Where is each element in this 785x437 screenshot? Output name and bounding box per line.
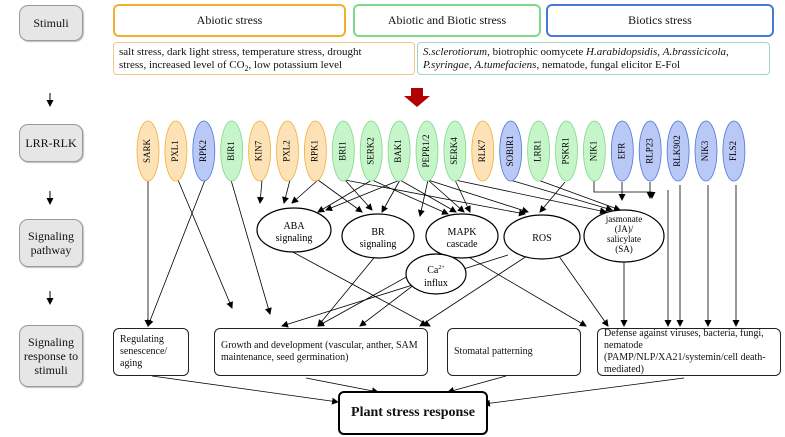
- receptor-serk2: SERK2: [359, 120, 383, 182]
- receptor-label: BIR1: [226, 141, 236, 161]
- receptor-label: PSKR1: [561, 137, 571, 164]
- receptor-rpk1: RPK1: [303, 120, 327, 182]
- row-label-lrr-rlk: LRR-RLK: [19, 124, 83, 162]
- receptor-label: PXL2: [282, 140, 292, 162]
- receptor-bak1: BAK1: [387, 120, 411, 182]
- receptor-pxl2: PXL2: [276, 120, 299, 182]
- receptor-bir1: BIR1: [220, 120, 244, 182]
- row-label-signaling-pathway: Signaling pathway: [19, 219, 83, 267]
- response-growth: Growth and development (vascular, anther…: [214, 328, 428, 376]
- svg-text:signaling: signaling: [276, 233, 313, 244]
- receptor-label: SARK: [142, 139, 152, 164]
- svg-text:Ca2+: Ca2+: [427, 265, 445, 276]
- receptor-pepr1-2: PEPR1/2: [415, 120, 439, 182]
- receptor-label: FLS2: [728, 141, 738, 161]
- receptor-sobir1: SOBIR1: [499, 120, 523, 182]
- receptor-sark: SARK: [136, 120, 160, 182]
- svg-text:cascade: cascade: [446, 239, 478, 250]
- receptor-rlk902: RLK902: [666, 120, 690, 182]
- receptor-label: NIK1: [588, 141, 598, 162]
- receptor-label: LRR1: [533, 140, 543, 162]
- abiotic-stimuli-description: salt stress, dark light stress, temperat…: [113, 42, 415, 75]
- receptor-lrr1: LRR1: [527, 120, 550, 182]
- svg-text:(SA): (SA): [615, 244, 633, 254]
- receptor-bri1: BRI1: [331, 120, 355, 182]
- receptor-label: RPK1: [309, 140, 319, 162]
- receptor-label: RLP23: [644, 138, 654, 164]
- receptor-label: BAK1: [393, 139, 403, 163]
- receptor-rpk2: RPK2: [192, 120, 216, 182]
- response-stomatal: Stomatal patterning: [447, 328, 581, 376]
- pathway-mapk: MAPK cascade: [425, 213, 499, 259]
- svg-text:jasmonate: jasmonate: [605, 214, 643, 224]
- row-label-signaling-response: Signaling response to stimuli: [19, 325, 83, 387]
- svg-text:influx: influx: [424, 278, 448, 289]
- biotic-stimuli-description: S.sclerotiorum, biotrophic oomycete H.ar…: [417, 42, 770, 75]
- category-abiotic: Abiotic stress: [113, 4, 346, 37]
- svg-text:ROS: ROS: [532, 233, 551, 244]
- receptor-efr: EFR: [610, 120, 634, 182]
- receptor-rlk7: RLK7: [471, 120, 495, 182]
- receptor-label: PXL1: [170, 140, 180, 162]
- receptor-label: EFR: [616, 143, 626, 160]
- receptor-nik1: NIK1: [583, 120, 606, 182]
- category-abiotic-biotic: Abiotic and Biotic stress: [353, 4, 541, 37]
- pathway-ja-sa: jasmonate (JA)/ salicylate (SA): [583, 209, 665, 263]
- receptor-rlp23: RLP23: [638, 120, 662, 182]
- receptor-group: SARK PXL1 RPK2 BIR1 KIN7 PXL2 RPK1 BRI1 SERK2 BAK…: [136, 120, 746, 182]
- svg-text:MAPK: MAPK: [448, 227, 478, 238]
- receptor-label: RLK7: [477, 139, 487, 162]
- svg-text:signaling: signaling: [360, 239, 397, 250]
- pathway-br: BR signaling: [341, 213, 415, 259]
- svg-text:BR: BR: [371, 227, 385, 238]
- receptor-kin7: KIN7: [248, 120, 272, 182]
- row-label-stimuli: Stimuli: [19, 5, 83, 41]
- category-biotic: Biotics stress: [546, 4, 774, 37]
- pathway-aba: ABA signaling: [256, 207, 332, 253]
- receptor-label: SOBIR1: [505, 135, 515, 166]
- receptor-pxl1: PXL1: [164, 120, 188, 182]
- response-senescence: Regulating senescence/ aging: [113, 328, 189, 376]
- receptor-label: RPK2: [198, 140, 208, 162]
- receptor-pskr1: PSKR1: [555, 120, 578, 182]
- red-down-arrow: [404, 88, 430, 107]
- svg-text:ABA: ABA: [283, 221, 305, 232]
- final-plant-stress-response: Plant stress response: [338, 391, 488, 435]
- svg-text:(JA)/: (JA)/: [615, 224, 634, 234]
- receptor-fls2: FLS2: [722, 120, 746, 182]
- svg-text:salicylate: salicylate: [607, 234, 641, 244]
- receptor-label: NIK3: [700, 140, 710, 161]
- pathway-ca-influx: Ca2+ influx: [405, 253, 467, 295]
- receptor-label: KIN7: [254, 140, 264, 161]
- receptor-label: PEPR1/2: [421, 134, 431, 167]
- receptor-serk4: SERK4: [443, 120, 467, 182]
- receptor-label: BRI1: [337, 141, 347, 161]
- receptor-label: SERK2: [365, 137, 375, 165]
- receptor-label: RLK902: [672, 135, 682, 167]
- receptor-nik3: NIK3: [694, 120, 718, 182]
- response-defense: Defense against viruses, bacteria, fungi…: [597, 328, 781, 376]
- receptor-label: SERK4: [449, 137, 459, 165]
- pathway-ros: ROS: [503, 214, 581, 260]
